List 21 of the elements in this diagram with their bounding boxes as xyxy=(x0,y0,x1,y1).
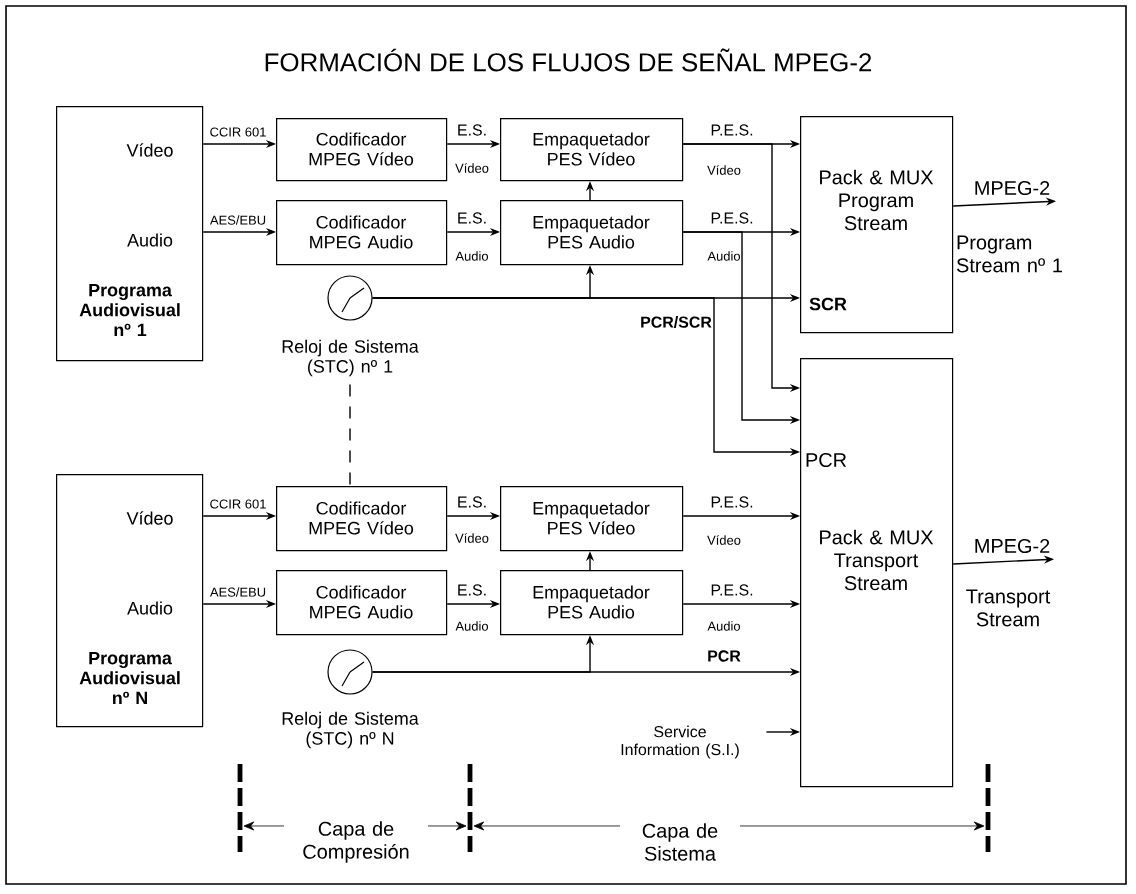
clock-caption: Reloj de Sistema (STC) nº 1 xyxy=(282,339,419,377)
edge-label: MPEG-2 xyxy=(972,179,1052,197)
packetizer-box: Empaquetador PES Audio xyxy=(500,200,684,266)
multiplexer-box: PCR Pack & MUX Transport Stream xyxy=(800,358,954,788)
source-box: Vídeo Audio Programa Audiovisual nº N xyxy=(56,474,204,728)
encoder-box: Codificador MPEG Vídeo xyxy=(276,486,448,552)
packetizer-box: Empaquetador PES Vídeo xyxy=(500,118,684,182)
title: FORMACIÓN DE LOS FLUJOS DE SEÑAL MPEG-2 xyxy=(265,48,872,72)
clock-caption: Reloj de Sistema (STC) nº N xyxy=(282,711,419,749)
output-label: Transport Stream xyxy=(966,589,1051,627)
packetizer-box: Empaquetador PES Audio xyxy=(500,570,684,636)
multiplexer-box: Pack & MUX Program Stream SCR xyxy=(800,116,954,334)
edge-label: MPEG-2 xyxy=(972,537,1052,555)
packetizer-box: Empaquetador PES Vídeo xyxy=(500,486,684,552)
output-label: Program Stream nº 1 xyxy=(956,235,1062,273)
encoder-box: Codificador MPEG Audio xyxy=(276,570,448,636)
encoder-box: Codificador MPEG Audio xyxy=(276,200,448,266)
encoder-box: Codificador MPEG Vídeo xyxy=(276,118,448,182)
layer-label: Capa de Sistema xyxy=(620,823,740,861)
source-box: Vídeo Audio Programa Audiovisual nº 1 xyxy=(56,106,204,362)
layer-label: Capa de Compresión xyxy=(284,821,428,863)
